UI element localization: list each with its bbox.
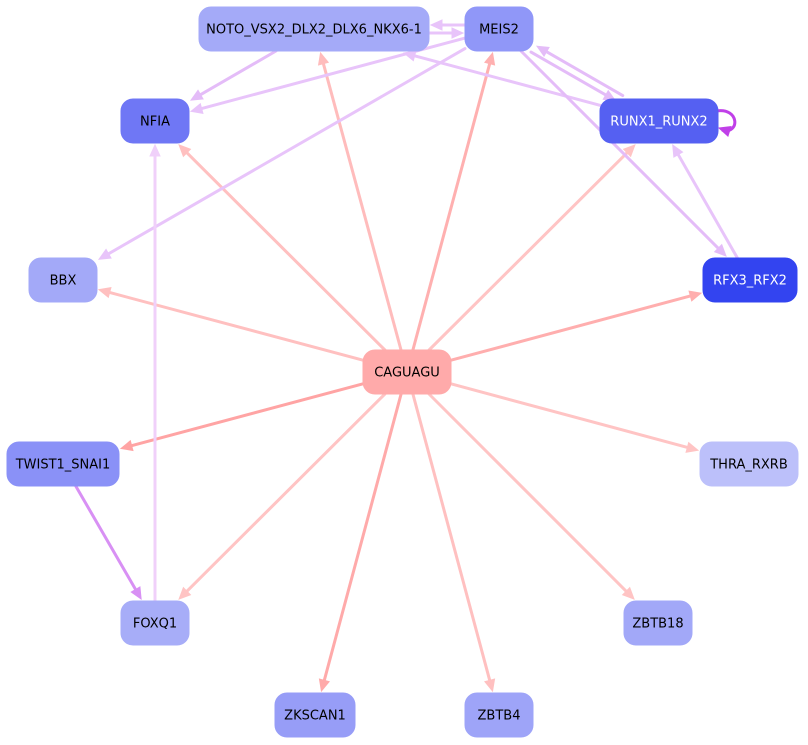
edge-noto-to-nfia [189,49,278,101]
node-label: ZBTB4 [478,709,521,724]
node-box [198,6,430,52]
edge-caguagu-to-meis2 [411,51,496,352]
node-rfx: RFX3_RFX2 [702,257,798,303]
edge-caguagu-to-nfia [178,144,387,352]
node-label: MEIS2 [479,23,519,38]
edge-twist-to-foxq1 [74,484,142,601]
node-label: NFIA [140,115,170,130]
edge-runx-to-meis2 [535,45,625,98]
node-foxq1: FOXQ1 [120,600,190,646]
node-box [120,600,190,646]
edges-layer [74,19,739,693]
node-label: ZKSCAN1 [284,709,346,724]
node-box [464,6,534,52]
node-box [599,98,719,144]
node-label: RUNX1_RUNX2 [610,115,707,130]
node-box [6,441,120,487]
node-label: RFX3_RFX2 [713,274,787,289]
node-nfia: NFIA [120,98,190,144]
node-meis2: MEIS2 [464,6,534,52]
edge-meis2-to-noto [429,19,467,31]
node-label: ZBTB18 [632,617,683,632]
node-noto: NOTO_VSX2_DLX2_DLX6_NKX6-1 [198,6,430,52]
node-box [274,692,356,738]
node-label: CAGUAGU [374,366,440,381]
edge-caguagu-to-zkscan1 [318,392,403,693]
edge-runx-to-runx [715,109,737,137]
node-label: THRA_RXRB [709,458,788,473]
edge-caguagu-to-zbtb4 [411,392,496,693]
edge-meis2-to-runx [529,50,617,102]
node-label: NOTO_VSX2_DLX2_DLX6_NKX6-1 [206,23,422,38]
node-caguagu: CAGUAGU [362,349,452,395]
node-box [702,257,798,303]
node-runx: RUNX1_RUNX2 [599,98,719,144]
edge-meis2-to-rfx [519,49,727,257]
edge-caguagu-to-zbtb18 [427,392,635,600]
node-box [699,441,799,487]
edge-caguagu-to-twist [119,382,365,452]
edge-meis2-to-bbx [97,47,467,260]
node-box [623,600,693,646]
nodes-layer: CAGUAGU NOTO_VSX2_DLX2_DLX6_NKX6-1 MEIS2NF… [6,6,799,738]
node-box [464,692,534,738]
edge-caguagu-to-thra [449,382,700,453]
node-bbx: BBX [28,257,98,303]
node-twist: TWIST1_SNAI1 [6,441,120,487]
edge-foxq1-to-nfia [149,143,161,603]
node-label: TWIST1_SNAI1 [15,458,111,473]
edge-caguagu-to-noto [317,51,403,352]
node-box [28,257,98,303]
edge-runx-to-noto [402,50,602,107]
node-label: BBX [50,274,77,289]
edge-caguagu-to-rfx [449,290,703,362]
node-box [120,98,190,144]
node-zkscan1: ZKSCAN1 [274,692,356,738]
node-thra: THRA_RXRB [699,441,799,487]
node-box [362,349,452,395]
edge-noto-to-meis2 [427,27,465,39]
node-zbtb4: ZBTB4 [464,692,534,738]
edge-rfx-to-runx [672,143,739,260]
edge-caguagu-to-bbx [97,287,365,362]
node-label: FOXQ1 [133,617,177,632]
edge-caguagu-to-foxq1 [178,392,387,600]
edge-caguagu-to-runx [427,144,636,352]
node-zbtb18: ZBTB18 [623,600,693,646]
